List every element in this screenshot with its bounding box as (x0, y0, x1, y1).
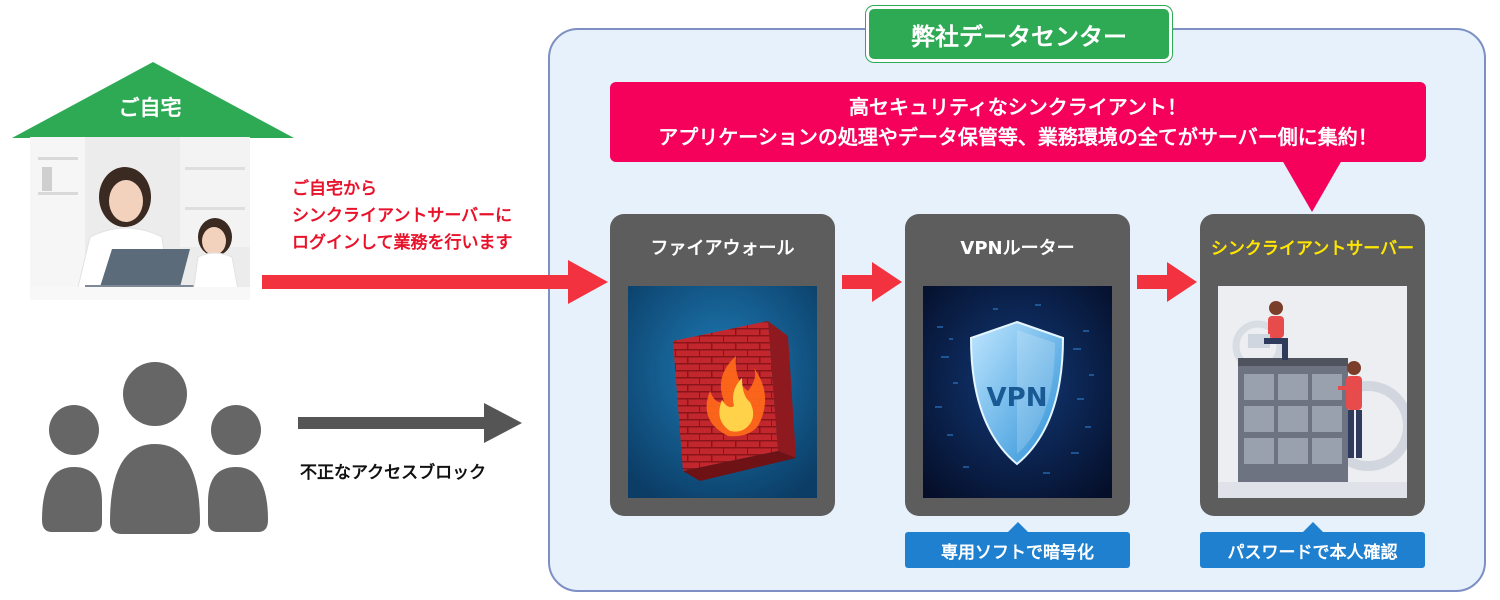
vpn-router-card: VPNルーター (905, 214, 1130, 516)
block-label: 不正なアクセスブロック (300, 463, 487, 483)
security-callout: 高セキュリティなシンクライアント！ アプリケーションの処理やデータ保管等、業務環… (610, 82, 1426, 162)
note-line-3: ログインして業務を行います (292, 233, 513, 253)
vpn-to-server-arrow (1137, 262, 1197, 302)
home-work-photo (30, 137, 250, 300)
house-roof-icon (12, 62, 294, 138)
callout-line-1: 高セキュリティなシンクライアント！ (849, 95, 1187, 119)
home-label: ご自宅 (118, 96, 182, 120)
home-login-note: ご自宅から シンクライアントサーバーに ログインして業務を行います (292, 176, 552, 257)
vpn-badge-notch (1008, 522, 1028, 532)
callout-pointer (1282, 160, 1342, 212)
callout-line-2: アプリケーションの処理やデータ保管等、業務環境の全てがサーバー側に集約！ (658, 125, 1378, 149)
encryption-badge: 専用ソフトで暗号化 (905, 532, 1130, 568)
home-to-firewall-arrow (262, 260, 608, 304)
vpn-shield-icon: VPN (923, 286, 1112, 498)
firewall-icon (628, 286, 817, 498)
datacenter-title: 弊社データセンター (866, 6, 1172, 62)
server-room-icon (1218, 286, 1407, 498)
password-auth-badge: パスワードで本人確認 (1200, 532, 1425, 568)
blocked-access-arrow (298, 403, 522, 443)
thin-client-server-label: シンクライアントサーバー (1210, 239, 1415, 259)
firewall-card: ファイアウォール (610, 214, 835, 516)
firewall-label: ファイアウォール (650, 238, 795, 259)
vpn-router-label: VPNルーター (960, 238, 1075, 259)
note-line-2: シンクライアントサーバーに (292, 206, 513, 226)
note-line-1: ご自宅から (292, 179, 377, 199)
vpn-shield-text: VPN (987, 383, 1048, 413)
firewall-to-vpn-arrow (842, 262, 902, 302)
users-group-icon (42, 362, 268, 534)
server-badge-notch (1303, 522, 1323, 532)
thin-client-server-card: シンクライアントサーバー (1200, 214, 1425, 516)
